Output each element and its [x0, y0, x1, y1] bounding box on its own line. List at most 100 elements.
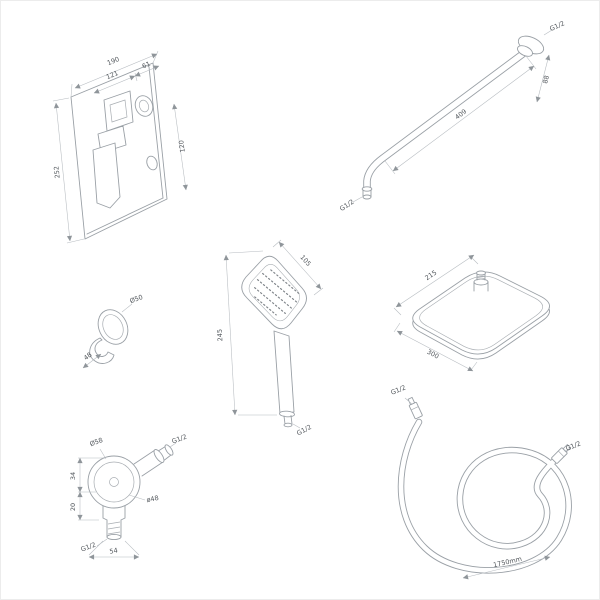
- dim-holder-depth: 48: [82, 351, 93, 362]
- leader-line: [128, 494, 146, 501]
- leader-line: [121, 303, 133, 313]
- hose-drawing: G1/2 G1/2 1750mm: [390, 384, 582, 580]
- ext-line: [52, 97, 70, 102]
- dim-holder-diameter: Ø50: [129, 293, 144, 305]
- ext-line: [70, 83, 73, 98]
- elbow-side-port-sides: [133, 449, 164, 477]
- dim-headshower-length: 300: [426, 348, 441, 361]
- dim-line-mixer-inner-width: [93, 75, 136, 94]
- dim-arm-thread-outlet: G1/2: [338, 198, 355, 213]
- mixer-diverter-knob: [134, 95, 154, 117]
- mixer-lever-handle: [92, 142, 121, 209]
- hose-fitting-a: [407, 396, 423, 420]
- dim-line-headshower-length: [396, 330, 474, 372]
- dim-elbow-thread-bottom: G1/2: [80, 541, 97, 554]
- ext-line: [152, 50, 159, 64]
- dim-elbow-offset-a: 34: [69, 472, 77, 480]
- wall-elbow-drawing: Ø58 G1/2 ø48 34 20 G1/2 54: [69, 433, 188, 560]
- shower-arm-drawing: G1/2 88 409 G1/2: [338, 19, 566, 213]
- dim-line-handshower-width: [278, 241, 322, 290]
- headshower-nipple-top: [476, 270, 486, 276]
- ext-line: [313, 287, 324, 296]
- leader-line: [404, 397, 413, 405]
- dim-hose-thread-b: G1/2: [565, 440, 582, 453]
- ext-line: [228, 250, 264, 254]
- handshower-handle: [273, 330, 295, 415]
- handshower-connector-thread: [283, 422, 293, 428]
- handshower-handle-cap: [279, 410, 295, 418]
- dim-hose-thread-a: G1/2: [390, 384, 407, 397]
- ext-line: [66, 238, 85, 244]
- ext-line: [470, 361, 478, 371]
- dim-line-arm-drop: [535, 54, 551, 103]
- elbow-bottom-stub: [102, 505, 126, 538]
- hand-shower-drawing: 105 245 G1/2: [216, 239, 324, 437]
- dim-mixer-offset: 61: [141, 60, 152, 71]
- ext-line: [88, 540, 104, 556]
- elbow-flange-outer: [87, 455, 141, 509]
- dim-line-holder-depth: [82, 353, 102, 369]
- dim-handshower-length: 245: [216, 329, 225, 342]
- dim-line-arm-length: [392, 65, 535, 172]
- arm-flange-collar: [517, 45, 533, 57]
- fitting-b-line: [558, 450, 565, 457]
- overhead-shower-drawing: 215 300: [393, 254, 550, 372]
- arm-nozzle-thread: [362, 194, 372, 200]
- arm-tube-fill: [364, 50, 527, 190]
- leader-line: [543, 29, 553, 36]
- dim-mixer-height: 252: [52, 166, 61, 179]
- ext-line: [272, 239, 282, 248]
- ext-line: [470, 256, 479, 265]
- dim-mixer-width: 190: [106, 55, 121, 67]
- mixer-diverter-knob-inner: [138, 99, 150, 113]
- dim-line-mixer-height: [53, 102, 73, 242]
- headshower-face-line: [419, 275, 543, 351]
- hose-coil-fill: [398, 419, 571, 573]
- leader-line: [96, 538, 108, 547]
- dim-arm-length: 409: [453, 107, 468, 121]
- leader-line: [352, 196, 363, 203]
- dim-line-hose-length: [462, 555, 551, 580]
- ext-line: [525, 55, 537, 70]
- ext-line: [384, 160, 396, 175]
- mixer-drawing: 190 121 61 252 120: [52, 50, 188, 244]
- mixer-outlet-port: [146, 155, 158, 171]
- mixer-plate-edge-bottom: [86, 197, 164, 235]
- dim-elbow-inner: ø48: [146, 494, 160, 504]
- dim-arm-thread-wall: G1/2: [548, 19, 565, 33]
- dim-elbow-width: 54: [109, 546, 119, 555]
- dim-line-handshower-length: [223, 254, 238, 416]
- holder-drawing: Ø50 48: [82, 293, 144, 369]
- ext-line: [124, 540, 140, 556]
- dim-mixer-side: 120: [177, 140, 187, 153]
- elbow-bottom-cap: [106, 533, 122, 541]
- mixer-plate-edge-right: [148, 66, 164, 199]
- handshower-connector-sides: [283, 415, 293, 425]
- dim-arm-drop: 88: [541, 75, 551, 85]
- headshower-thread-lines: [477, 276, 485, 280]
- dim-elbow-thread-side: G1/2: [171, 433, 188, 446]
- holder-wall-flange: [97, 309, 129, 345]
- mixer-escutcheon-inner: [109, 99, 128, 123]
- elbow-side-port-cap: [153, 449, 165, 463]
- dim-line-mixer-side: [172, 103, 188, 191]
- ext-line: [393, 322, 401, 333]
- elbow-center-detail: [109, 477, 119, 487]
- handshower-spray-face: [248, 264, 300, 322]
- elbow-flange-inner: [93, 461, 135, 503]
- headshower-stub-top: [473, 278, 489, 286]
- dim-elbow-offset-b: 20: [69, 503, 77, 511]
- handshower-head: [241, 255, 307, 330]
- arm-nozzle-shoulder: [361, 186, 373, 192]
- fitting-a-line: [410, 406, 419, 411]
- elbow-side-nipple-cap: [164, 444, 174, 456]
- mixer-wall-plate: [70, 62, 168, 240]
- elbow-thread-hatch: [107, 521, 121, 535]
- mixer-escutcheon: [103, 90, 134, 132]
- dim-handshower-thread: G1/2: [295, 423, 312, 437]
- leader-line: [563, 448, 571, 452]
- dim-line-mixer-width: [74, 53, 158, 89]
- holder-flange-inner: [102, 314, 124, 340]
